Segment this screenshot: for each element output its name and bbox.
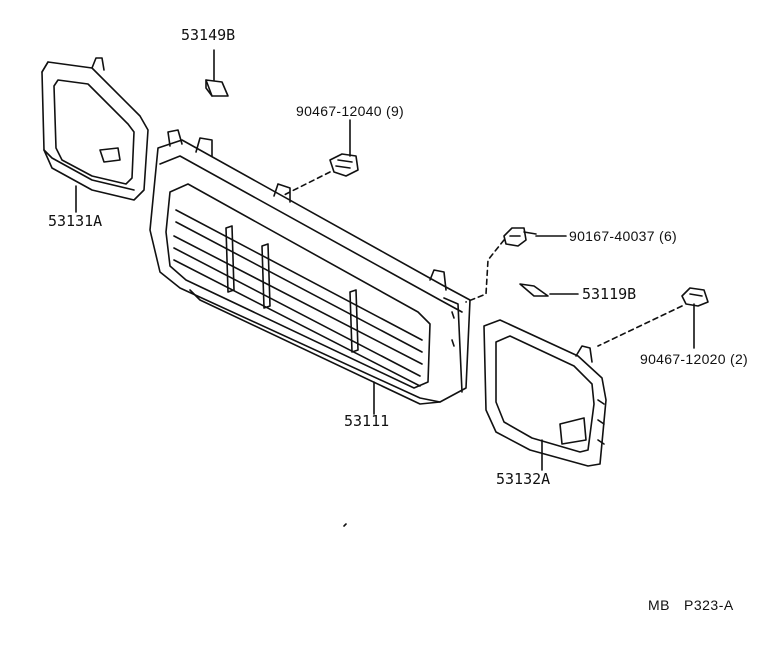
clip-upper-drawing: [329, 153, 359, 177]
bracket-53149b-drawing: [205, 79, 229, 97]
stray-mark: [343, 523, 347, 527]
left-lamp-bezel-drawing: [41, 57, 149, 201]
label-53131a: 53131A: [48, 212, 103, 230]
clip-right-drawing: [681, 287, 709, 307]
reference-code-b: P323-A: [684, 597, 734, 613]
bracket-53119b-drawing: [519, 283, 549, 297]
reference-code-a: MB: [648, 597, 670, 613]
label-clip-upper: 90467-12040 (9): [296, 103, 405, 119]
label-53149b: 53149B: [181, 26, 236, 44]
grille-drawing: [149, 129, 471, 405]
label-53132a: 53132A: [496, 470, 551, 488]
label-clip-right: 90467-12020 (2): [640, 351, 749, 367]
right-lamp-bezel-drawing: [483, 319, 607, 467]
label-53119b: 53119B: [582, 285, 637, 303]
leader-lines: [75, 49, 695, 471]
screw-drawing: [503, 227, 537, 247]
label-screw: 90167-40037 (6): [569, 228, 678, 244]
label-53111: 53111: [344, 412, 390, 430]
assembly-dashed-lines: [281, 171, 683, 347]
